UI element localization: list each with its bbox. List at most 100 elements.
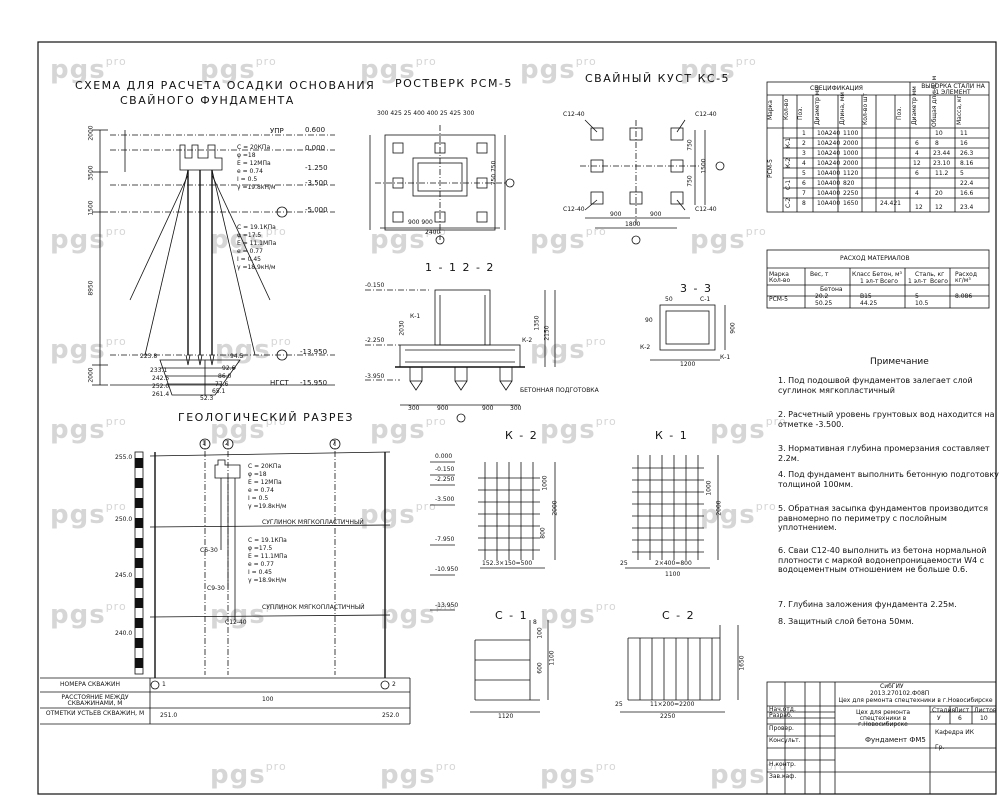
geology-title: ГЕОЛОГИЧЕСКИЙ РАЗРЕЗ [178,411,354,424]
stress-value: 52.3 [200,395,214,402]
s33-label: 90 [645,317,653,324]
section-height: 1350 [533,315,541,331]
watermark: pgspro [520,55,597,85]
stamp-sheets: 10 [980,715,988,722]
materials-cell: РСМ-5 [769,296,788,303]
stress-value: 252.0 [152,383,170,390]
section-level: -7.950 [435,536,455,543]
pile-label: С12-40 [695,111,717,118]
note-item: 3. Нормативная глубина промерзания соста… [778,444,990,463]
soil-prop: γ =19.8кН/м [248,503,287,510]
spec-cell: 6 [915,140,919,147]
pile-type: С9-30 [207,585,225,592]
spec-title-2: ВЫБОРКА СТАЛИ НА 1 ЭЛЕМЕНТ [921,83,985,96]
soil-prop: I = 0.5 [248,495,269,502]
spec-header: Диаметр мм [814,86,821,125]
soil-prop: C = 19.1КПа [237,224,276,231]
k1-dim: 2000 [715,500,723,516]
spec-table [766,81,990,213]
note-item: 8. Защитный слой бетона 50мм. [778,617,914,626]
stamp-role: Н.контр. [769,761,796,768]
note-item: 6. Сваи С12-40 выполнить из бетона норма… [778,546,987,574]
spec-cell: 12 [935,204,943,211]
watermark: pgspro [680,55,757,85]
watermark: pgspro [210,415,287,445]
stress-value: 94.5 [230,353,244,360]
watermark: pgspro [50,600,127,630]
c1-dim: 600 [536,662,544,674]
watermark: pgspro [50,225,127,255]
soil-name: СУПЛИНОК МЯГКОПЛАСТИЧНЫЙ [262,604,365,611]
pile-label: С12-40 [563,111,585,118]
soil-prop: φ =17.5 [237,232,262,239]
soil-prop: E = 12МПа [248,479,282,486]
spec-cell: 11.2 [935,170,949,177]
k-label: К-2 [522,337,533,344]
materials-cell: 8.086 [955,293,973,300]
level-label: 0.600 [305,126,326,134]
stress-value: 65.1 [212,388,226,395]
section-dim: 900 [482,405,494,412]
section-level: -2.250 [365,337,385,344]
stamp-head: Листов [974,707,997,714]
s33-label: К-2 [640,344,651,351]
soil-prop: γ =19.8кН/м [237,184,276,191]
section-level: -3.950 [365,373,385,380]
elevation: 250.0 [115,516,133,523]
spec-cell: 10А400 [817,190,841,197]
section-level: -2.250 [435,476,455,483]
watermark: pgspro [50,500,127,530]
cluster-dim: 750 [686,175,694,187]
mesh-k2 [478,462,556,569]
note-item: 1. Под подошвой фундаментов залегает сло… [778,376,973,395]
watermark: pgspro [50,335,127,365]
watermark: pgspro [530,335,607,365]
stamp-org: СибГИУ [880,683,904,690]
borehole-num: 2 [392,681,396,688]
section-level: -3.500 [435,496,455,503]
materials-sub: 1 эл-т [908,278,927,285]
grillage-title: РОСТВЕРК РСМ-5 [395,77,513,90]
c1-title: С - 1 [495,609,529,622]
spec-cell: 26.3 [960,150,974,157]
materials-cell: 5 [915,293,919,300]
spec-cell: 1000 [843,150,859,157]
materials-header: Вес, т [810,271,829,278]
spec-cell: 2250 [843,190,859,197]
spec-cell: 10А400 [817,200,841,207]
spec-group: РСМ-5 [767,159,774,178]
soil-prop: E = 11.1МПа [237,240,277,247]
stamp-role: Нач.отд. [769,706,796,713]
spec-cell: 1650 [843,200,859,207]
spec-cell: 10А240 [817,160,841,167]
spec-cell: 24.421 [880,200,901,207]
section-1-2 [365,289,556,423]
spec-cell: 820 [843,180,855,187]
k1-dim: 1100 [665,571,681,578]
cluster-dim: 750 [686,139,694,151]
c2-dim: 11×200=2200 [650,701,695,708]
c2-dim: 2250 [660,713,676,720]
axis-num: 2 [225,440,229,447]
soil-prop: γ =18.9кН/м [248,577,287,584]
spec-cell: 16.6 [960,190,974,197]
c1-dim: 100 [536,627,544,639]
notes-header: Примечание [870,357,929,367]
k1-dim: 2×400=800 [655,560,692,567]
section-level-lines [430,461,455,611]
level-label: -13.950 [300,348,328,356]
soil-prop: I = 0.45 [248,569,272,576]
spec-cell: 8.16 [960,160,974,167]
dim-label: 1500 [87,200,95,216]
section-height: 2030 [398,320,406,336]
dim-label: 8950 [87,280,95,296]
section-level: -10.950 [435,566,459,573]
spec-group: К-2 [785,157,792,168]
spec-cell: 16 [960,140,968,147]
level-label: 0.000 [305,144,326,152]
borehole-distance: 100 [262,696,274,703]
watermark: pgspro [360,55,437,85]
c1-dim: 1120 [498,713,514,720]
pile-type: С6-30 [200,547,218,554]
note-item: 4. Под фундамент выполнить бетонную подг… [778,470,999,489]
